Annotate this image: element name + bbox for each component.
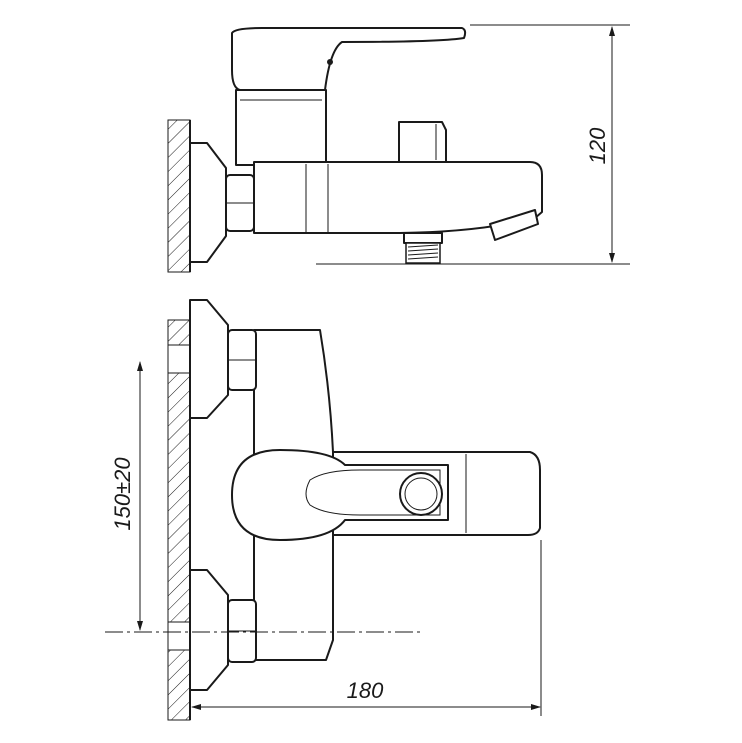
wall-flange-top xyxy=(189,142,227,263)
wall-section-top xyxy=(167,119,191,273)
center-distance-label: 150±20 xyxy=(110,457,135,531)
diverter-knob xyxy=(398,121,447,163)
shower-outlet-thread xyxy=(405,242,441,264)
lever-handle-front xyxy=(231,449,449,541)
wall-section-bottom xyxy=(167,319,191,721)
side-view: 120 xyxy=(167,24,630,273)
front-view: 150±20 180 xyxy=(105,299,542,721)
spout-outlet xyxy=(489,209,539,241)
cartridge-housing xyxy=(235,89,327,166)
shower-outlet-collar xyxy=(403,232,443,244)
eccentric-flange-upper xyxy=(189,299,229,419)
height-dimension-label: 120 xyxy=(585,127,610,164)
diverter-knob-front xyxy=(399,472,443,516)
lever-handle xyxy=(231,27,467,91)
eccentric-flange-lower xyxy=(189,569,229,691)
length-dimension-label: 180 xyxy=(347,678,384,703)
